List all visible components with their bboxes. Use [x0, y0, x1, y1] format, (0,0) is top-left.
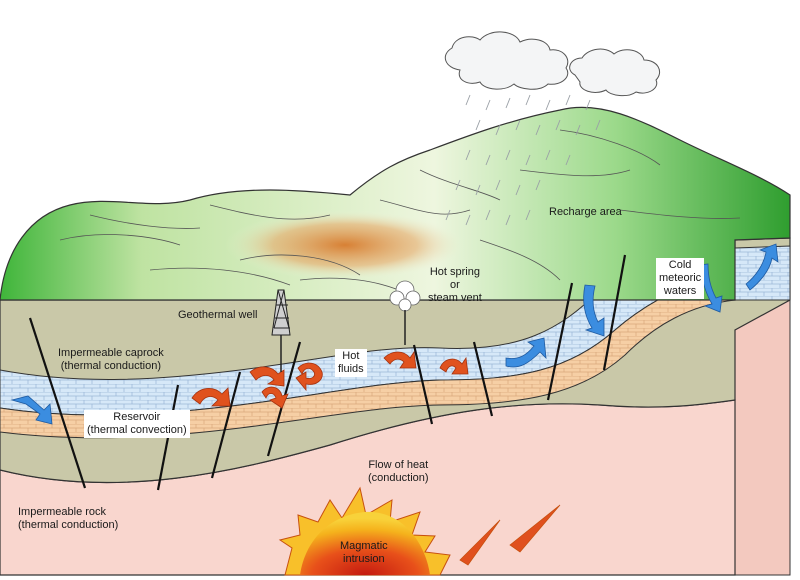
hot-spring-line-1: Hot spring	[429, 266, 480, 278]
cloud-icon	[444, 31, 660, 97]
reservoir-line-1: Reservoir	[113, 411, 161, 423]
cold-meteoric-line-2: meteoric	[659, 272, 702, 284]
hot-spring-line-2: or	[450, 279, 460, 291]
caprock-line-1: Impermeable caprock	[58, 347, 164, 359]
fault-lines	[28, 254, 627, 491]
caprock-label: Impermeable caprock (thermal conduction)	[58, 347, 164, 373]
caprock-line-2: (thermal conduction)	[60, 360, 162, 372]
magmatic-intrusion	[278, 486, 561, 576]
derrick-icon	[271, 289, 291, 372]
hot-fluids-line-1: Hot	[342, 350, 360, 362]
hot-fluid-arrows	[191, 350, 469, 409]
heat-flow-line-1: Flow of heat	[368, 459, 429, 471]
geothermal-well-label: Geothermal well	[178, 309, 258, 321]
recharge-area-label: Recharge area	[549, 206, 622, 218]
cold-water-arrows	[10, 243, 779, 425]
impermeable-rock-label: Impermeable rock (thermal conduction)	[18, 506, 118, 532]
cold-meteoric-line-3: waters	[663, 285, 697, 297]
hot-fluids-label: Hot fluids	[335, 349, 367, 377]
cold-meteoric-label: Cold meteoric waters	[656, 258, 705, 299]
reservoir-line-2: (thermal convection)	[87, 424, 187, 436]
heat-flow-label: Flow of heat (conduction)	[368, 459, 429, 485]
landscape-surface	[0, 106, 791, 301]
rain-icon	[445, 94, 601, 226]
reservoir-label: Reservoir (thermal convection)	[84, 410, 190, 438]
magmatic-line-1: Magmatic	[340, 540, 388, 552]
impermeable-rock-line-1: Impermeable rock	[18, 506, 107, 518]
steam-plume-icon	[389, 280, 421, 345]
heat-flow-line-2: (conduction)	[368, 472, 429, 484]
hot-fluids-line-2: fluids	[338, 363, 364, 375]
hot-zone	[225, 210, 465, 280]
impermeable-rock-line-2: (thermal conduction)	[18, 519, 119, 531]
cold-meteoric-line-1: Cold	[668, 259, 692, 271]
magmatic-line-2: intrusion	[343, 553, 385, 565]
magmatic-label: Magmatic intrusion	[340, 540, 388, 566]
hot-spring-label: Hot spring or steam vent	[428, 266, 482, 305]
hot-spring-line-3: steam vent	[428, 292, 482, 304]
